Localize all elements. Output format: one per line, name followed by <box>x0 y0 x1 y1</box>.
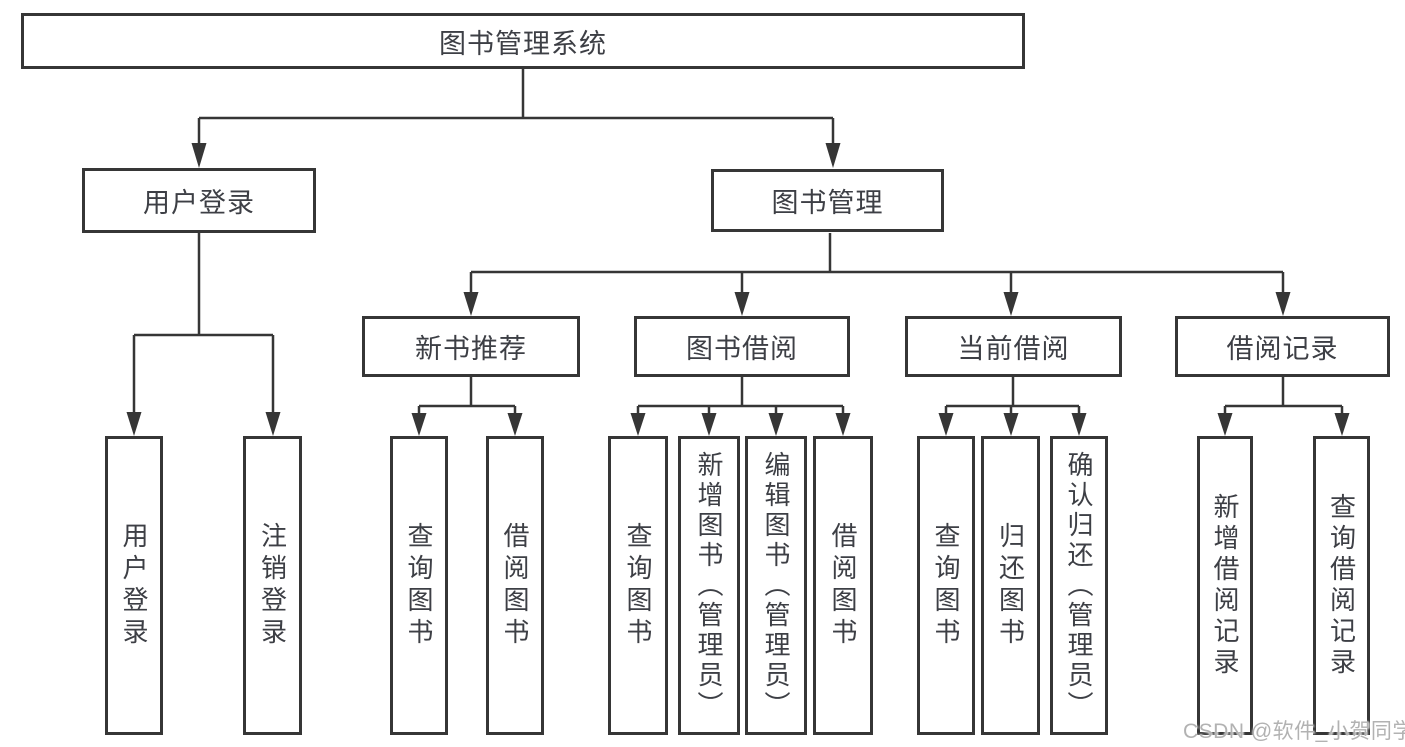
node-new-book-recommendation: 新书推荐 <box>362 316 580 377</box>
arrowhead <box>825 143 841 168</box>
arrowhead <box>1071 413 1087 436</box>
arrowhead <box>191 143 207 168</box>
leaf-user-login: 用户登录 <box>105 436 163 735</box>
leaf-query-books-current: 查询图书 <box>917 436 975 735</box>
arrowhead <box>126 412 142 436</box>
leaf-add-book-admin: 新增图书（管理员） <box>678 436 740 735</box>
node-root-system: 图书管理系统 <box>21 13 1025 69</box>
arrowhead <box>938 413 954 436</box>
arrowhead <box>1003 413 1019 436</box>
leaf-query-borrow-record: 查询借阅记录 <box>1313 436 1370 735</box>
arrowhead <box>630 413 646 436</box>
arrowhead <box>1003 292 1019 316</box>
arrowhead <box>265 412 281 436</box>
leaf-logout: 注销登录 <box>243 436 302 735</box>
arrowhead <box>835 413 851 436</box>
arrowhead <box>734 292 750 316</box>
leaf-confirm-return-admin: 确认归还（管理员） <box>1050 436 1108 735</box>
arrowhead <box>463 292 479 316</box>
leaf-edit-book-admin: 编辑图书（管理员） <box>745 436 807 735</box>
node-user-login: 用户登录 <box>82 168 316 233</box>
leaf-borrow-books-recommend: 借阅图书 <box>486 436 544 735</box>
arrowhead <box>1334 413 1350 436</box>
leaf-add-borrow-record: 新增借阅记录 <box>1197 436 1253 735</box>
node-book-management: 图书管理 <box>711 169 944 232</box>
leaf-query-books-borrow: 查询图书 <box>608 436 668 735</box>
arrowhead <box>411 413 427 436</box>
watermark-text: CSDN @软件_小贺同学 <box>1183 720 1405 743</box>
node-current-borrowing: 当前借阅 <box>905 316 1122 377</box>
arrowhead <box>1217 413 1233 436</box>
node-borrowing-records: 借阅记录 <box>1175 316 1390 377</box>
leaf-query-books-recommend: 查询图书 <box>390 436 448 735</box>
arrowhead <box>1275 292 1291 316</box>
node-book-borrowing: 图书借阅 <box>634 316 850 377</box>
leaf-borrow-books: 借阅图书 <box>813 436 873 735</box>
arrowhead <box>701 413 717 436</box>
leaf-return-books: 归还图书 <box>981 436 1040 735</box>
arrowhead <box>507 413 523 436</box>
arrowhead <box>768 413 784 436</box>
